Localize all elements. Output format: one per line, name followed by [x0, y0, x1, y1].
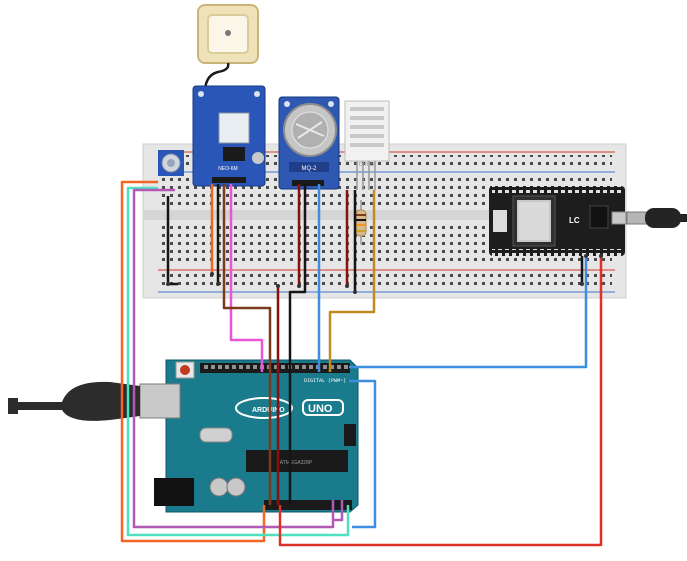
wire-blue-nodemcu: [349, 256, 588, 369]
dht-model-label: DHT22: [359, 162, 375, 168]
wire-purple: [132, 188, 335, 529]
usb-cable-left: [8, 381, 140, 421]
arduino-model-label: UNO: [308, 403, 333, 415]
wires: [120, 180, 603, 547]
arduino-board: DIGITAL (PWM~) ARDUINO UNO ATMEGA328P: [139, 359, 359, 513]
arduino-brand-label: ARDUINO: [252, 407, 285, 414]
gps-module: NEO-6M: [192, 85, 266, 187]
gas-sensor: MQ-2: [278, 96, 340, 190]
nodemcu-brand-label: LC: [569, 216, 580, 225]
gps-model-label: NEO-6M: [218, 166, 237, 172]
wire-ends: [166, 254, 603, 294]
wire-blue-arduino-right: [349, 379, 377, 529]
wire-pink: [229, 184, 264, 372]
arduino-header-label: DIGITAL (PWM~): [304, 378, 346, 384]
nodemcu-board: LC: [489, 186, 627, 256]
arduino-chip-label: ATMEGA328P: [280, 460, 313, 466]
wire-brown-gps: [222, 184, 272, 505]
wire-teal: [126, 186, 350, 537]
gas-sensor-model-label: MQ-2: [302, 166, 318, 172]
wire-purple-2: [333, 500, 344, 522]
gps-antenna: [197, 4, 259, 91]
usb-cable-right: [626, 208, 687, 228]
potentiometer: [158, 150, 184, 176]
dht-sensor: DHT22: [344, 100, 390, 190]
wire-orange: [120, 180, 266, 543]
wire-gold: [328, 190, 376, 372]
resistor: [355, 200, 367, 245]
wire-red-nodemcu: [278, 256, 603, 547]
wire-black-mq2: [288, 184, 307, 505]
